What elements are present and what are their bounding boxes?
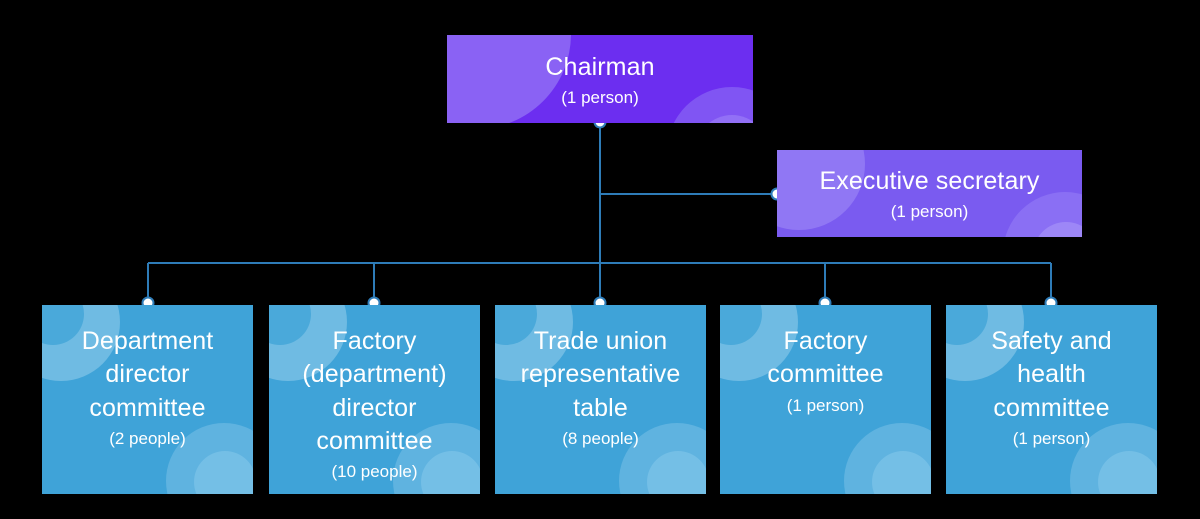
node-chairman-title: Chairman [545, 52, 655, 81]
node-factory-department-director-committee[interactable]: Factory (department) director committee … [269, 305, 480, 494]
decorative-circle [647, 451, 706, 494]
node-safety-and-health-committee-count: (1 person) [1012, 428, 1091, 448]
decorative-circle [194, 451, 253, 494]
node-department-director-committee[interactable]: Department director committee (2 people) [42, 305, 253, 494]
node-executive-secretary[interactable]: Executive secretary (1 person) [777, 150, 1082, 237]
node-factory-committee[interactable]: Factory committee (1 person) [720, 305, 931, 494]
node-executive-secretary-title: Executive secretary [819, 167, 1040, 196]
node-safety-and-health-committee[interactable]: Safety and health committee (1 person) [946, 305, 1157, 494]
node-trade-union-representative-table-title: Trade union representative table [520, 327, 681, 422]
node-executive-secretary-count: (1 person) [890, 202, 969, 222]
node-factory-committee-count: (1 person) [786, 395, 865, 415]
node-trade-union-representative-table[interactable]: Trade union representative table (8 peop… [495, 305, 706, 494]
decorative-circle [1033, 222, 1082, 237]
decorative-circle [872, 451, 931, 494]
node-factory-committee-title: Factory committee [767, 327, 884, 389]
decorative-circle [1098, 451, 1157, 494]
node-factory-department-director-committee-count: (10 people) [331, 462, 418, 481]
node-safety-and-health-committee-title: Safety and health committee [991, 327, 1112, 422]
node-trade-union-representative-table-count: (8 people) [562, 428, 639, 448]
node-factory-department-director-committee-title: Factory (department) director committee [302, 327, 447, 455]
node-chairman-count: (1 person) [561, 87, 639, 107]
decorative-circle [695, 115, 753, 123]
node-chairman[interactable]: Chairman (1 person) [447, 35, 753, 123]
node-department-director-committee-title: Department director committee [81, 327, 214, 422]
decorative-circle [844, 423, 931, 494]
node-department-director-committee-count: (2 people) [109, 428, 186, 448]
